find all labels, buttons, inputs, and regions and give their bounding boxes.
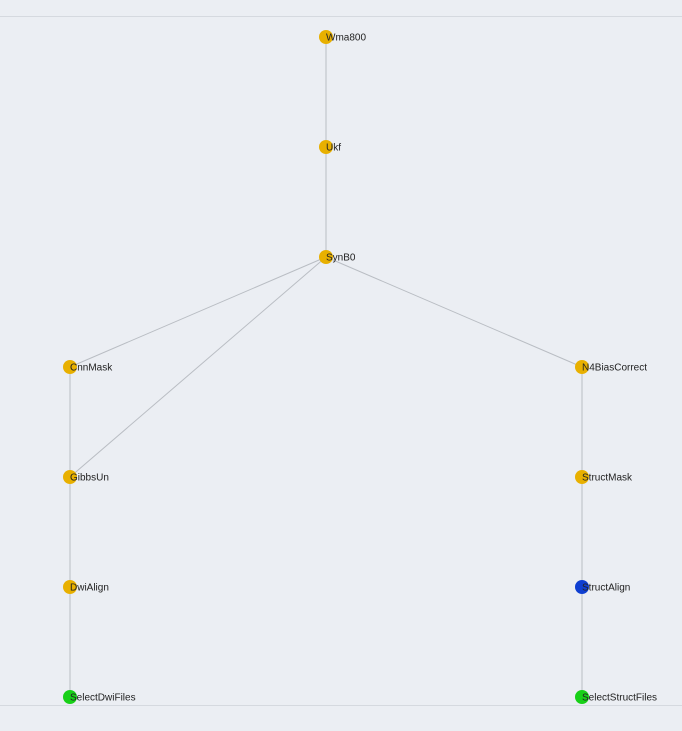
node-status-dot[interactable] [575,360,589,374]
node-selectstructfiles[interactable]: SelectStructFiles [575,690,657,704]
node-label: StructMask [582,473,633,484]
node-selectdwifiles[interactable]: SelectDwiFiles [63,690,136,704]
edge-synb0-to-cnnmask [69,256,327,368]
node-n4biascorrect[interactable]: N4BiasCorrect [575,360,647,374]
node-label: CnnMask [70,363,113,374]
node-status-dot[interactable] [575,580,589,594]
node-status-dot[interactable] [63,580,77,594]
node-label: Wma800 [326,33,366,44]
top-divider [0,16,682,17]
node-status-dot[interactable] [63,360,77,374]
node-label: SelectStructFiles [582,693,657,704]
edge-synb0-to-n4biascorrect [325,256,583,368]
node-label: Ukf [326,143,341,154]
edge-synb0-to-gibbsun [69,256,327,478]
node-label: SelectDwiFiles [70,693,136,704]
node-status-dot[interactable] [63,690,77,704]
node-cnnmask[interactable]: CnnMask [63,360,113,374]
node-status-dot[interactable] [575,470,589,484]
node-status-dot[interactable] [319,140,333,154]
bottom-divider [0,705,682,706]
node-structmask[interactable]: StructMask [575,470,633,484]
node-label: StructAlign [582,583,630,594]
graph-edges [69,37,583,697]
node-label: GibbsUn [70,473,109,484]
node-gibbsun[interactable]: GibbsUn [63,470,109,484]
node-synb0[interactable]: SynB0 [319,250,356,264]
node-status-dot[interactable] [319,250,333,264]
node-ukf[interactable]: Ukf [319,140,341,154]
node-label: DwiAlign [70,583,109,594]
node-dwialign[interactable]: DwiAlign [63,580,109,594]
node-label: N4BiasCorrect [582,363,647,374]
node-wma800[interactable]: Wma800 [319,30,366,44]
node-label: SynB0 [326,253,356,264]
node-structalign[interactable]: StructAlign [575,580,630,594]
node-status-dot[interactable] [319,30,333,44]
node-status-dot[interactable] [575,690,589,704]
node-status-dot[interactable] [63,470,77,484]
